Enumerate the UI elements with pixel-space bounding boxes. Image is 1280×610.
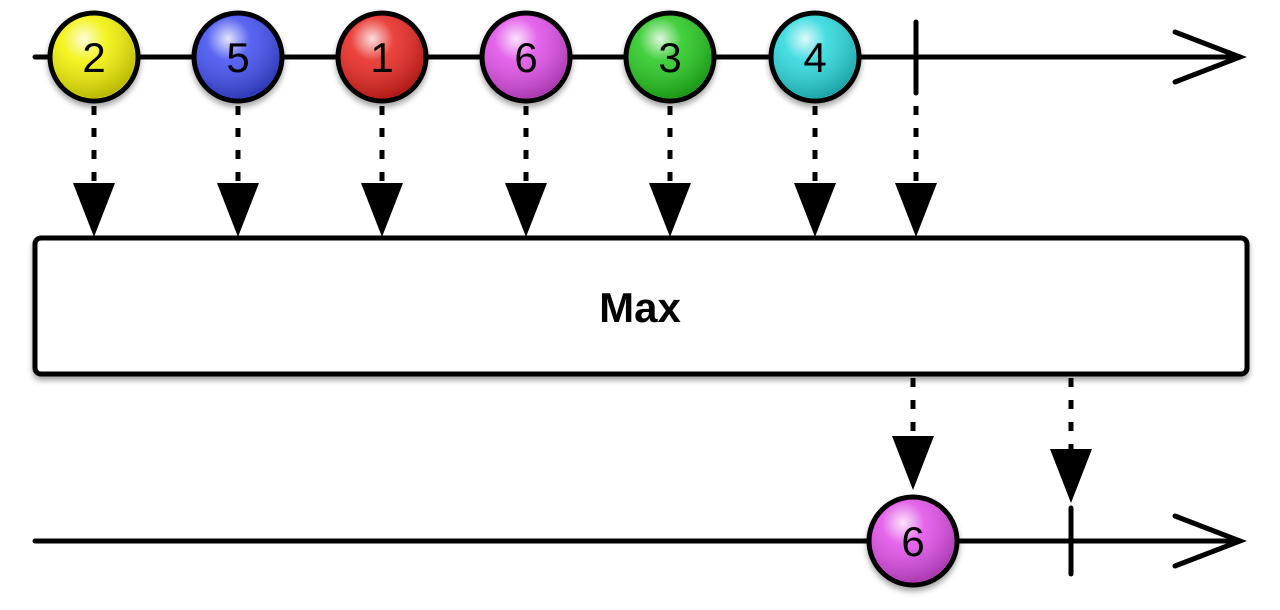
output-timeline-arrowhead — [1172, 513, 1247, 569]
output-connectors — [892, 378, 1092, 503]
operator-box-rect — [32, 235, 1250, 377]
output-connector-1 — [892, 378, 934, 490]
input-marble-2: 2 — [47, 10, 141, 104]
connector-arrowhead — [73, 183, 115, 237]
marble-gloss — [485, 16, 567, 98]
marble-gloss — [629, 16, 711, 98]
connector-arrowhead — [892, 436, 934, 490]
input-marble-4: 4 — [768, 10, 862, 104]
input-marble-1: 1 — [335, 10, 429, 104]
output-timeline — [32, 513, 1247, 569]
connector-arrowhead — [1050, 449, 1092, 503]
operator-box: Max — [32, 235, 1250, 377]
marble-value: 6 — [901, 518, 924, 565]
marble-value: 3 — [658, 34, 681, 81]
marble-value: 5 — [226, 34, 249, 81]
marble-gloss — [197, 16, 279, 98]
input-connector-1 — [73, 106, 115, 237]
input-connectors — [73, 106, 937, 237]
input-marble-6: 6 — [479, 10, 573, 104]
output-marble-6: 6 — [866, 494, 960, 588]
connector-arrowhead — [505, 183, 547, 237]
output-completion-connector — [1050, 378, 1092, 503]
marble-value: 4 — [803, 34, 826, 81]
input-marbles: 2 5 1 6 3 4 — [47, 10, 862, 104]
connector-arrowhead — [895, 183, 937, 237]
connector-arrowhead — [794, 183, 836, 237]
input-timeline-arrowhead — [1172, 29, 1247, 85]
connector-arrowhead — [649, 183, 691, 237]
input-marble-3: 3 — [623, 10, 717, 104]
marble-gloss — [774, 16, 856, 98]
marble-value: 1 — [370, 34, 393, 81]
marble-value: 6 — [514, 34, 537, 81]
input-marble-5: 5 — [191, 10, 285, 104]
operator-label: Max — [599, 284, 681, 331]
marble-gloss — [53, 16, 135, 98]
input-connector-3 — [361, 106, 403, 237]
input-connector-5 — [649, 106, 691, 237]
marble-gloss — [341, 16, 423, 98]
marble-gloss — [872, 500, 954, 582]
input-connector-2 — [217, 106, 259, 237]
input-connector-6 — [794, 106, 836, 237]
input-completion-connector — [895, 106, 937, 237]
marble-value: 2 — [82, 34, 105, 81]
output-marbles: 6 — [866, 494, 960, 588]
input-connector-4 — [505, 106, 547, 237]
connector-arrowhead — [217, 183, 259, 237]
connector-arrowhead — [361, 183, 403, 237]
